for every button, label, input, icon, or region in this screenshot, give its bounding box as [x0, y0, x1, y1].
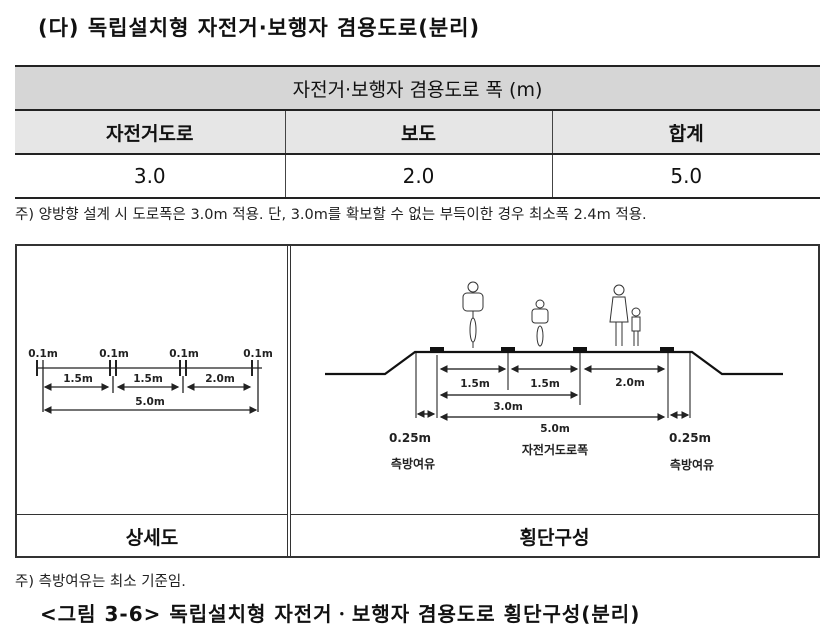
- gap-label: 0.1m: [243, 348, 273, 360]
- value-bike-road: 3.0: [15, 153, 286, 199]
- pedestrian-icon: [609, 284, 641, 346]
- figure-caption: <그림 3-6> 독립설치형 자전거ㆍ보행자 겸용도로 횡단구성(분리): [40, 602, 641, 626]
- detail-label: 상세도: [17, 514, 287, 558]
- gap-label: 0.1m: [169, 348, 199, 360]
- figure-note: 주) 측방여유는 최소 기준임.: [15, 574, 186, 590]
- cross-seg3: 2.0m: [615, 377, 645, 389]
- table-note: 주) 양방향 설계 시 도로폭은 3.0m 적용. 단, 3.0m를 확보할 수…: [15, 207, 647, 223]
- cross-total: 5.0m: [540, 423, 570, 435]
- col-sidewalk: 보도: [284, 109, 553, 155]
- cross-label: 횡단구성: [291, 514, 818, 558]
- value-total: 5.0: [551, 153, 820, 199]
- col-bike-road: 자전거도로: [15, 109, 286, 155]
- cross-total-label: 자전거도로폭: [522, 442, 588, 457]
- col-total: 합계: [551, 109, 820, 155]
- figure-divider: [287, 246, 291, 556]
- cross-seg2: 1.5m: [530, 378, 560, 390]
- cross-diagram: [325, 347, 783, 421]
- detail-seg2: 1.5m: [133, 373, 163, 385]
- gap-label: 0.1m: [99, 348, 129, 360]
- cross-bike-total: 3.0m: [493, 401, 523, 413]
- margin-right-label: 측방여유: [670, 457, 714, 472]
- cross-seg1: 1.5m: [460, 378, 490, 390]
- section-title: (다) 독립설치형 자전거·보행자 겸용도로(분리): [38, 16, 481, 40]
- cross-section-figure: 상세도 횡단구성: [15, 244, 820, 558]
- margin-right: 0.25m: [669, 431, 711, 445]
- cyclist-icon: [462, 281, 484, 348]
- gap-label: 0.1m: [28, 348, 58, 360]
- detail-diagram: [36, 360, 262, 414]
- margin-left-label: 측방여유: [391, 456, 435, 471]
- value-sidewalk: 2.0: [284, 153, 553, 199]
- width-table: 자전거·보행자 겸용도로 폭 (m) 자전거도로 보도 합계 3.0 2.0 5…: [15, 65, 820, 199]
- table-header: 자전거·보행자 겸용도로 폭 (m): [15, 65, 820, 111]
- detail-seg3: 2.0m: [205, 373, 235, 385]
- margin-left: 0.25m: [389, 431, 431, 445]
- detail-seg1: 1.5m: [63, 373, 93, 385]
- cyclist-icon: [531, 299, 549, 347]
- detail-total: 5.0m: [135, 396, 165, 408]
